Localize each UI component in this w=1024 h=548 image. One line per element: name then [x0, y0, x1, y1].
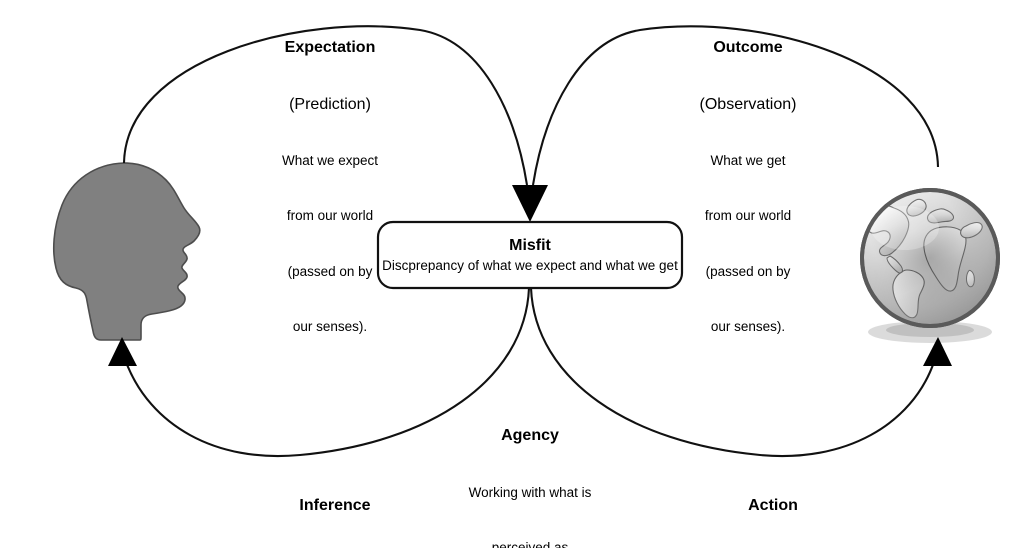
- misfit-node: Misfit Discprepancy of what we expect an…: [378, 222, 682, 288]
- outcome-body-line-4: our senses).: [710, 319, 786, 335]
- action-heading: Action: [748, 497, 798, 515]
- outcome-heading: Outcome: [713, 39, 783, 57]
- outcome-body-line-3: (passed on by: [705, 263, 791, 279]
- misfit-heading: Misfit: [509, 237, 551, 255]
- action-arrowhead: [923, 337, 952, 366]
- outcome-body-line-2: from our world: [704, 208, 792, 224]
- agency-body-line-1: Working with what is: [468, 484, 592, 500]
- action-label: Action Change what in world is observed/…: [538, 460, 1008, 548]
- globe-earth: [860, 188, 1000, 343]
- misfit-description: Discprepancy of what we expect and what …: [382, 257, 678, 273]
- outcome-curve: [531, 25, 940, 186]
- expectation-curve: [122, 25, 529, 186]
- expectation-body-line-3: (passed on by: [287, 263, 373, 279]
- inference-arrowhead: [108, 337, 137, 366]
- expectation-label: Expectation (Prediction) What we expect …: [190, 2, 470, 374]
- inference-heading: Inference: [299, 497, 371, 515]
- agency-body-line-2: perceived as: [491, 540, 569, 548]
- action-curve: [529, 287, 935, 458]
- agency-label: Agency Working with what is perceived as…: [420, 390, 640, 548]
- expectation-body-line-2: from our world: [286, 208, 374, 224]
- expectation-body-line-4: our senses).: [292, 319, 368, 335]
- head-profile-silhouette: [52, 162, 201, 341]
- misfit-box: [376, 220, 684, 290]
- outcome-body-line-1: What we get: [710, 153, 786, 169]
- outcome-label: Outcome (Observation) What we get from o…: [608, 2, 888, 374]
- inference-label: Inference Change how world is observed/p…: [135, 460, 535, 548]
- inference-curve: [125, 287, 531, 458]
- expectation-arrowhead: [512, 185, 548, 222]
- outcome-subheading: (Observation): [699, 95, 797, 113]
- agency-heading: Agency: [501, 427, 559, 445]
- expectation-heading: Expectation: [284, 39, 376, 57]
- expectation-subheading: (Prediction): [289, 95, 371, 113]
- expectation-body-line-1: What we expect: [281, 153, 379, 169]
